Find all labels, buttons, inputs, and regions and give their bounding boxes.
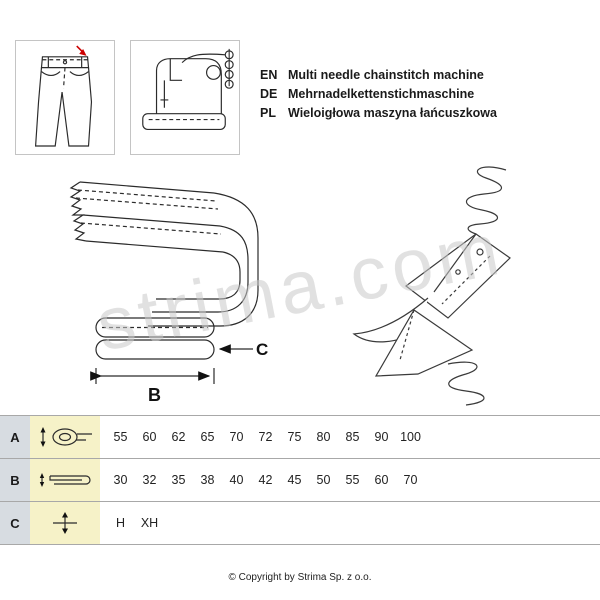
- machine-image: [130, 40, 240, 155]
- dimension-value: 32: [142, 473, 157, 487]
- table-row-c: C H XH: [0, 502, 600, 545]
- dimension-value: 62: [171, 430, 186, 444]
- binder-attachment-diagram: [352, 166, 511, 406]
- dimension-value: 45: [287, 473, 302, 487]
- tape-roll-icon: [30, 416, 100, 458]
- height-adjust-icon: [30, 502, 100, 544]
- language-text: Mehrnadelkettenstichmaschine: [288, 87, 475, 101]
- row-values: 30 32 35 38 40 42 45 50 55 60 70: [100, 459, 600, 501]
- binding-cross-section-diagram: C B: [69, 181, 268, 405]
- dimension-label-c: C: [256, 340, 268, 359]
- language-code: PL: [260, 106, 276, 120]
- table-row-b: B 30 32 35 38 40 42 45 50 55: [0, 459, 600, 502]
- language-code: EN: [260, 68, 278, 82]
- row-letter: A: [0, 416, 30, 458]
- table-row-a: A 55 60 62 65 70 72 75 80: [0, 416, 600, 459]
- dimension-label-b: B: [148, 385, 161, 405]
- dimension-value: 38: [200, 473, 215, 487]
- dimension-value: 60: [142, 430, 157, 444]
- dimension-value: 55: [113, 430, 128, 444]
- language-row-de: DE Mehrnadelkettenstichmaschine: [260, 85, 497, 104]
- row-values: 55 60 62 65 70 72 75 80 85 90 100: [100, 416, 600, 458]
- dimension-value: 42: [258, 473, 273, 487]
- red-arrow-icon: [76, 45, 87, 56]
- jeans-drawing: [34, 45, 93, 147]
- language-text: Wieloigłowa maszyna łańcuszkowa: [288, 106, 497, 120]
- dimension-value: 35: [171, 473, 186, 487]
- dimension-value: 70: [229, 430, 244, 444]
- language-descriptions: EN Multi needle chainstitch machine DE M…: [260, 66, 497, 123]
- dimension-value: 80: [316, 430, 331, 444]
- dimension-value: XH: [140, 516, 159, 530]
- dimension-value: 50: [316, 473, 331, 487]
- folded-tape-icon: [30, 459, 100, 501]
- language-text: Multi needle chainstitch machine: [288, 68, 484, 82]
- dimension-value: 75: [287, 430, 302, 444]
- row-values: H XH: [100, 502, 600, 544]
- copyright-text: © Copyright by Strima Sp. z o.o.: [228, 572, 372, 583]
- dimension-value: 60: [374, 473, 389, 487]
- row-letter: B: [0, 459, 30, 501]
- dimension-value: 72: [258, 430, 273, 444]
- dimension-value: H: [115, 516, 126, 530]
- diagram-area: C B strima.com: [0, 160, 600, 415]
- dimension-value: 85: [345, 430, 360, 444]
- language-code: DE: [260, 87, 278, 101]
- row-letter: C: [0, 502, 30, 544]
- dimension-value: 30: [113, 473, 128, 487]
- dimension-value: 90: [374, 430, 389, 444]
- dimension-value: 55: [345, 473, 360, 487]
- dimension-value: 40: [229, 473, 244, 487]
- dimension-value: 100: [400, 430, 421, 444]
- language-row-pl: PL Wieloigłowa maszyna łańcuszkowa: [260, 104, 497, 123]
- dimension-value: 70: [403, 473, 418, 487]
- spec-table: A 55 60 62 65 70 72 75 80: [0, 415, 600, 545]
- jeans-image: [15, 40, 115, 155]
- sewing-machine-drawing: [142, 48, 234, 130]
- language-row-en: EN Multi needle chainstitch machine: [260, 66, 497, 85]
- dimension-value: 65: [200, 430, 215, 444]
